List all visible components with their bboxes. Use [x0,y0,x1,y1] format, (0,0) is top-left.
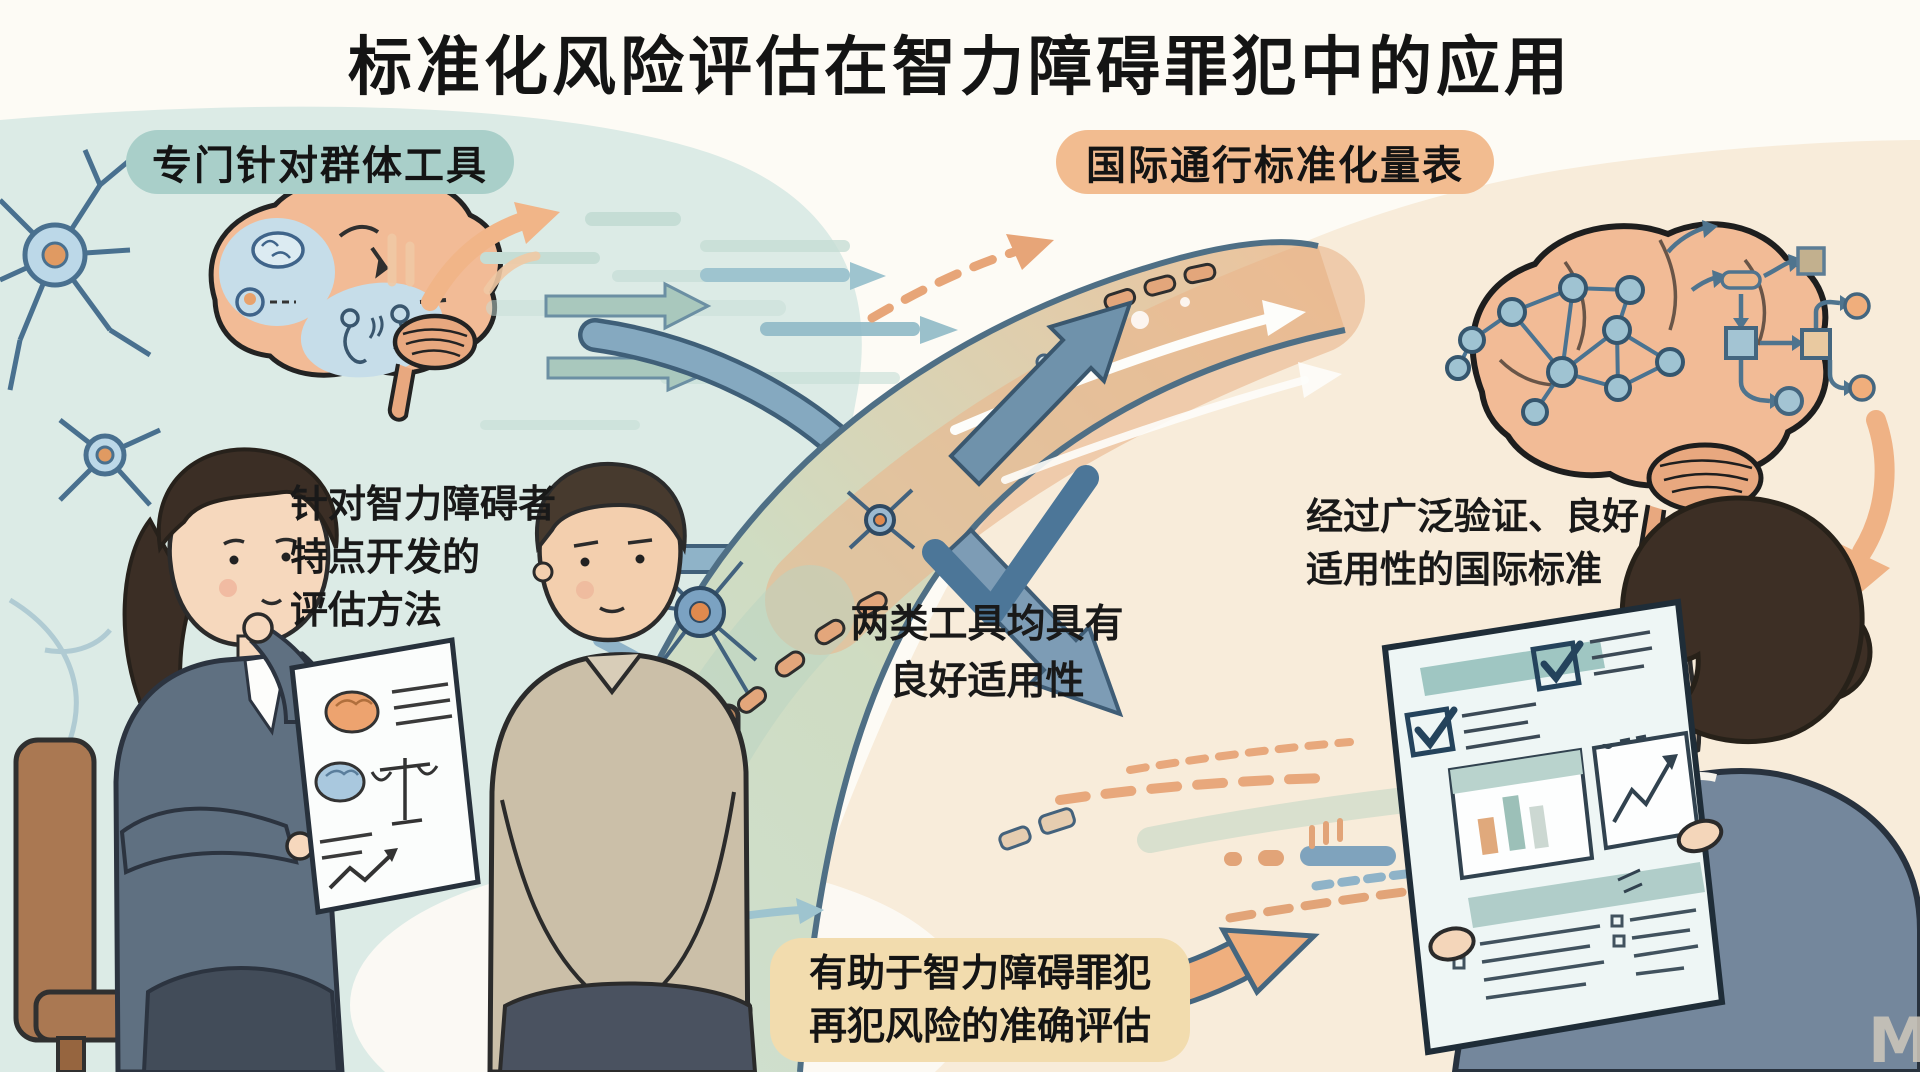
conclusion-badge: 有助于智力障碍罪犯 再犯风险的准确评估 [770,938,1190,1062]
assessor-woman [113,447,345,1072]
hand-left [1428,926,1476,962]
hand-right [1676,818,1724,854]
right-brain-network-illustration [1445,221,1830,580]
left-scene [13,447,758,1072]
interviewee-man [487,461,758,1072]
page-title: 标准化风险评估在智力障碍罪犯中的应用 [348,31,1572,105]
standardized-form [1381,598,1726,1056]
watermark: M [1868,1004,1920,1072]
right-category-badge: 国际通行标准化量表 [1056,130,1494,194]
center-note: 两类工具均具有 良好适用性 [850,602,1124,704]
neuron-icon [0,149,162,507]
left-category-badge: 专门针对群体工具 [126,130,514,194]
right-description: 经过广泛验证、良好 适用性的国际标准 [1306,495,1639,591]
right-scene [1381,495,1920,1072]
left-description: 针对智力障碍者 特点开发的 评估方法 [290,482,557,632]
flowchart-illustration [1666,220,1895,600]
left-brain-illustration [208,176,504,422]
stream-cross-arrows [936,299,1134,718]
checkmark-icon [922,465,1099,625]
assessment-sheet [289,637,481,915]
